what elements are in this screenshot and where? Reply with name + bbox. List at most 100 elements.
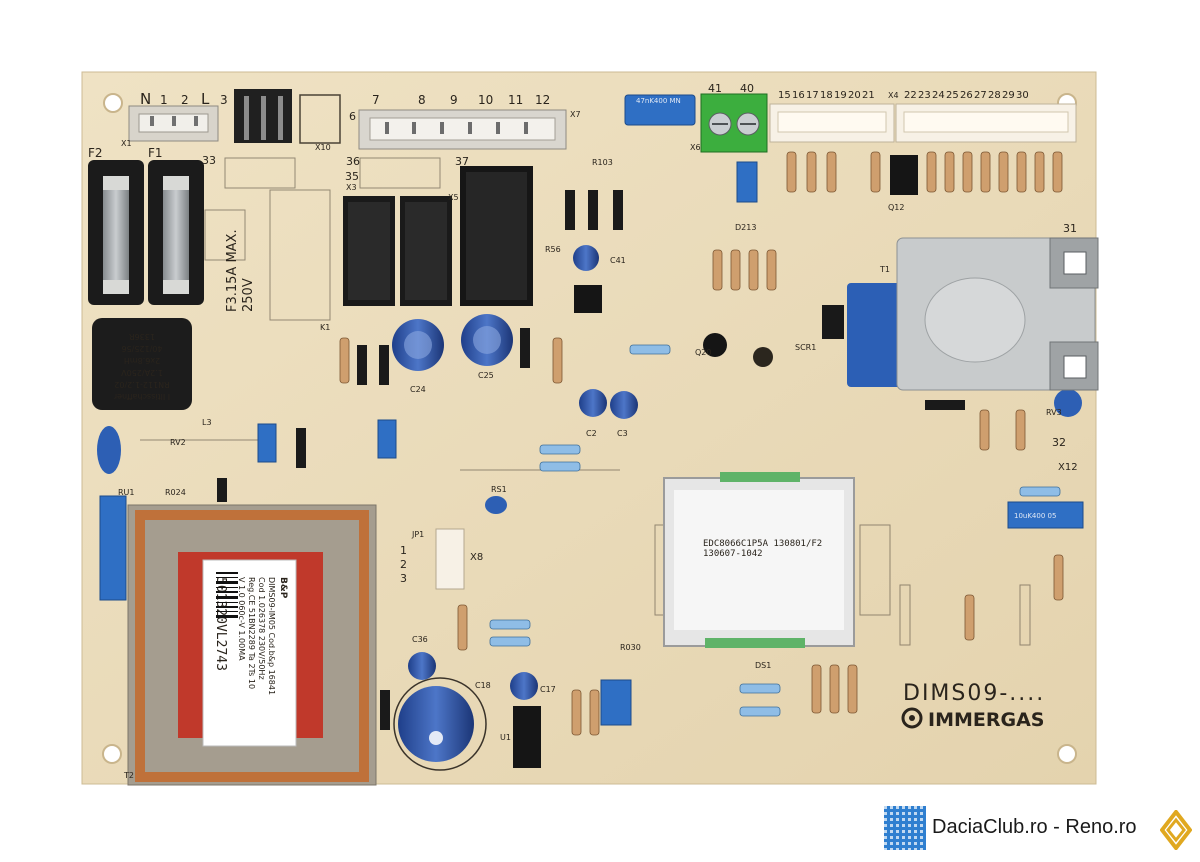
svg-text:I Iltisschaffner: I Iltisschaffner [113, 392, 170, 401]
capacitor-c36 [408, 652, 436, 680]
diodes [217, 190, 965, 730]
svg-text:9: 9 [450, 93, 458, 107]
svg-text:X1: X1 [121, 139, 132, 148]
svg-text:R024: R024 [165, 488, 186, 497]
svg-text:25: 25 [946, 90, 959, 101]
svg-text:15: 15 [778, 90, 791, 101]
svg-text:8: 8 [418, 93, 426, 107]
svg-text:N: N [140, 90, 151, 108]
svg-text:47nK400 MN: 47nK400 MN [636, 97, 681, 105]
svg-text:X8: X8 [470, 552, 483, 563]
svg-text:T2: T2 [123, 771, 134, 780]
svg-text:RS1: RS1 [491, 485, 507, 494]
svg-text:29: 29 [1002, 90, 1015, 101]
svg-text:11: 11 [508, 93, 523, 107]
svg-text:K1: K1 [320, 323, 330, 332]
svg-text:41: 41 [708, 82, 722, 95]
svg-text:18: 18 [820, 90, 833, 101]
svg-text:33: 33 [202, 154, 216, 167]
svg-text:RN112-1.2/02: RN112-1.2/02 [114, 380, 169, 389]
bridge-rectifier [574, 285, 602, 313]
display-label-line2: 130607-1042 [703, 549, 763, 559]
capacitor-c25 [461, 314, 513, 366]
svg-text:RV2: RV2 [170, 438, 186, 447]
svg-text:Reg.CE 51BN2289 Ta 2Ts 10: Reg.CE 51BN2289 Ta 2Ts 10 [247, 577, 256, 689]
svg-text:C25: C25 [478, 371, 494, 380]
svg-text:C24: C24 [410, 385, 426, 394]
relay-panasonic [460, 166, 533, 306]
display-module-ds1: EDC8066C1P5A 130801/F2 130607-1042 [663, 472, 855, 648]
svg-text:RV3: RV3 [1046, 408, 1062, 417]
svg-text:6: 6 [349, 110, 356, 123]
svg-text:250V: 250V [241, 278, 256, 312]
svg-text:C3: C3 [617, 429, 628, 438]
regulator-u1 [513, 706, 541, 768]
svg-text:1.2A/250V: 1.2A/250V [121, 368, 163, 377]
transistor-q12 [890, 155, 918, 195]
ignition-transformer-t1 [822, 237, 1099, 391]
svg-text:19: 19 [834, 90, 847, 101]
svg-text:Cod 1.026378 230V/50Hz: Cod 1.026378 230V/50Hz [257, 577, 266, 680]
varistor-rv3 [1054, 389, 1082, 417]
connector-x10-black [234, 89, 341, 144]
connector-x8 [435, 528, 465, 590]
svg-text:X10: X10 [315, 143, 331, 152]
svg-text:C17: C17 [540, 685, 556, 694]
svg-text:C41: C41 [610, 256, 626, 265]
svg-text:Q12: Q12 [888, 203, 904, 212]
svg-text:17: 17 [806, 90, 819, 101]
watermark-text: DaciaClub.ro - Reno.ro [932, 816, 1137, 838]
svg-text:32: 32 [1052, 436, 1066, 449]
svg-text:C18: C18 [475, 681, 491, 690]
terminal-block-x6 [700, 93, 768, 153]
svg-text:D213: D213 [735, 223, 756, 232]
svg-text:F3.15A MAX.: F3.15A MAX. [225, 229, 240, 312]
svg-text:DIMS09-IM05 Cod.b&p 16841: DIMS09-IM05 Cod.b&p 16841 [267, 577, 276, 695]
svg-text:20: 20 [848, 90, 861, 101]
svg-text:40: 40 [740, 82, 754, 95]
svg-text:3: 3 [220, 93, 228, 107]
board-hole-center [753, 347, 773, 367]
svg-text:1: 1 [160, 93, 168, 107]
fuse-holder-f1 [148, 160, 204, 305]
relay-k1-b [400, 196, 452, 306]
display-label-line1: EDC8066C1P5A 130801/F2 [703, 539, 822, 549]
mains-transformer-t2: B&P DIMS09-IM05 Cod.b&p 16841 Cod 1.0263… [127, 504, 377, 786]
svg-text:X7: X7 [570, 110, 581, 119]
svg-text:U1: U1 [500, 733, 511, 742]
svg-text:10: 10 [478, 93, 493, 107]
svg-text:C2: C2 [586, 429, 597, 438]
immergas-logo: IMMERGAS [901, 707, 1044, 731]
line-filter-choke: I Iltisschaffner RN112-1.2/02 1.2A/250V … [92, 318, 192, 410]
svg-text:R030: R030 [620, 643, 641, 652]
svg-text:L: L [201, 90, 210, 108]
svg-text:1: 1 [400, 544, 407, 557]
resistor-array [339, 151, 1064, 736]
svg-text:R56: R56 [545, 245, 561, 254]
connector-x4-left [769, 103, 895, 143]
svg-text:23: 23 [918, 90, 931, 101]
svg-text:35: 35 [345, 170, 359, 183]
capacitor-c41 [573, 245, 599, 271]
silkscreen-text: N 1 2 L 3 7 8 9 10 11 12 41 40 15 16 17 … [88, 82, 1078, 780]
dots-logo-icon [884, 806, 926, 850]
svg-text:30: 30 [1016, 90, 1029, 101]
svg-text:12: 12 [535, 93, 550, 107]
board-model-label: DIMS09-.... [903, 681, 1045, 706]
capacitor-c17 [510, 672, 538, 700]
svg-text:Q20: Q20 [695, 348, 711, 357]
capacitor-blue-top [624, 94, 696, 126]
svg-text:C36: C36 [412, 635, 428, 644]
svg-text:IMMERGAS: IMMERGAS [928, 709, 1044, 731]
svg-text:X12: X12 [1058, 462, 1078, 473]
connector-x7 [358, 109, 567, 150]
svg-text:2x6.8mH: 2x6.8mH [124, 356, 160, 365]
svg-text:B&P: B&P [278, 577, 288, 599]
svg-text:40/125/56: 40/125/56 [121, 344, 162, 353]
svg-text:V 1.0 060c-V 1.00MA: V 1.0 060c-V 1.00MA [237, 577, 246, 661]
film-capacitors [99, 161, 1084, 726]
capacitor-c18 [393, 677, 487, 771]
svg-text:2: 2 [181, 93, 189, 107]
svg-text:31: 31 [1063, 222, 1077, 235]
